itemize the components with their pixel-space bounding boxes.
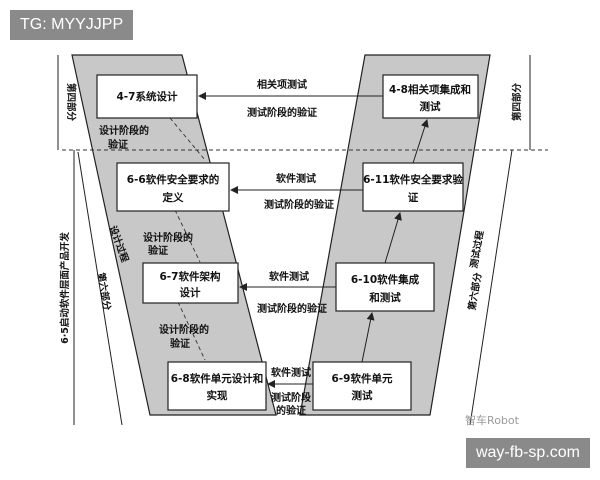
left-label-part6: 第六部分 — [95, 272, 114, 312]
left-bar-part6 — [77, 151, 123, 426]
diag-dash-2 — [174, 209, 201, 263]
right-bar-part6 — [469, 149, 513, 426]
note-design-verify-1b: 验证 — [108, 138, 128, 151]
box-safety-requirements — [116, 162, 230, 212]
box-unit-design-text-2: 实现 — [207, 389, 228, 402]
box-item-integration-text-1: 4-8相关项集成和 — [389, 83, 471, 96]
box-system-design — [96, 74, 198, 119]
label-software-test-3: 软件测试 — [271, 366, 311, 379]
box-system-design-text: 4-7系统设计 — [117, 90, 178, 103]
right-label-test-process: 测试过程 — [468, 229, 487, 269]
arrow-up-3 — [412, 119, 429, 164]
box-unit-test-text-1: 6-9软件单元 — [332, 372, 393, 385]
arrow-up-2 — [384, 212, 402, 264]
right-panel — [299, 54, 491, 416]
box-unit-test — [312, 361, 412, 411]
note-design-verify-3a: 设计阶段的 — [159, 323, 209, 336]
box-architecture-text-2: 设计 — [180, 286, 201, 299]
box-safety-verification — [362, 162, 464, 212]
box-unit-test-text-2: 测试 — [352, 389, 373, 402]
box-unit-design — [167, 361, 267, 411]
right-label-part6: 第六部分 — [466, 271, 485, 311]
label-test-verify-4b: 的验证 — [276, 404, 306, 417]
bottom-right-url: way-fb-sp.com — [465, 438, 590, 468]
label-software-test-2: 软件测试 — [269, 270, 309, 283]
note-design-verify-3b: 验证 — [170, 337, 190, 350]
box-safety-requirements-text-1: 6-6软件安全要求的 — [127, 173, 219, 186]
right-label-part4: 第四部分 — [511, 83, 523, 122]
arrow-up-1 — [361, 312, 375, 363]
left-panel — [71, 54, 277, 416]
box-software-integration — [335, 262, 435, 312]
top-left-tag: TG: MYYJJPP — [10, 10, 134, 40]
box-safety-verification-text-2: 证 — [408, 192, 419, 204]
diag-dash-1 — [169, 117, 206, 161]
label-software-test-1: 软件测试 — [276, 172, 316, 185]
left-label-part4: 第四部分 — [65, 83, 77, 122]
left-label-main: 6·5启动软件层面产品开发 — [59, 232, 71, 344]
label-item-test: 相关项测试 — [257, 78, 307, 91]
diag-dash-3 — [177, 301, 206, 361]
box-unit-design-text-1: 6-8软件单元设计和 — [171, 372, 263, 385]
box-architecture-text-1: 6-7软件架构 — [160, 270, 221, 283]
note-design-verify-2a: 设计阶段的 — [143, 231, 193, 244]
note-design-verify-2b: 验证 — [148, 244, 168, 257]
label-test-verify-3: 测试阶段的验证 — [257, 302, 327, 315]
watermark-text: 智车Robot — [465, 413, 520, 427]
box-software-integration-text-1: 6-10软件集成 — [351, 273, 420, 286]
label-test-verify-2: 测试阶段的验证 — [264, 198, 334, 211]
label-test-verify-4a: 测试阶段 — [271, 391, 311, 404]
box-software-integration-text-2: 和测试 — [368, 291, 401, 304]
box-architecture — [142, 262, 239, 304]
box-safety-requirements-text-2: 定义 — [162, 191, 184, 204]
box-item-integration-text-2: 测试 — [420, 100, 441, 113]
note-design-verify-1a: 设计阶段的 — [99, 124, 149, 137]
label-test-verify-1: 测试阶段的验证 — [247, 106, 317, 119]
box-safety-verification-text-1: 6-11软件安全要求验 — [363, 173, 463, 186]
